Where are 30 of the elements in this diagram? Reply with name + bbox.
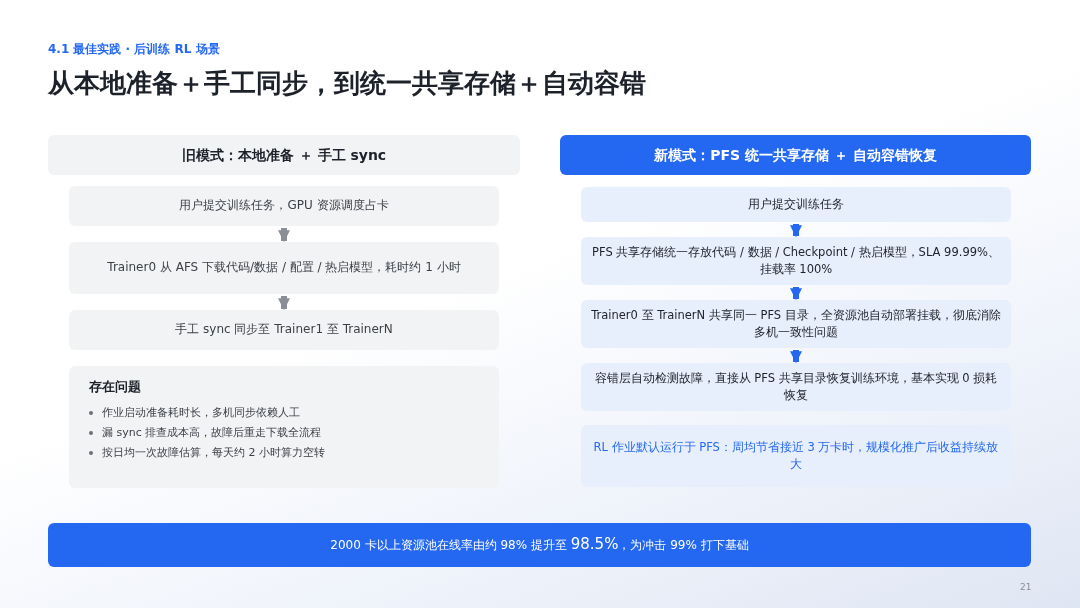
bullet-item: 作业启动准备耗时长，多机同步依赖人工: [102, 404, 300, 421]
step-text: 手工 sync 同步至 Trainer1 至 TrainerN: [174, 321, 394, 339]
slide-title: 从本地准备＋手工同步，到统一共享存储＋自动容错: [48, 67, 646, 100]
header-text: 新模式：PFS 统一共享存储 ＋ 自动容错恢复: [653, 145, 938, 165]
step-text: RL 作业默认运行于 PFS：周均节省接近 3 万卡时，规模化推广后收益持续放大: [592, 439, 1000, 473]
bullet-item: 漏 sync 排查成本高，故障后重走下载全流程: [102, 424, 322, 441]
process-box: [581, 363, 1011, 411]
process-box: [581, 237, 1011, 285]
arrow: [278, 296, 290, 311]
header-text: 旧模式：本地准备 ＋ 手工 sync: [180, 145, 388, 165]
arrow: [790, 287, 802, 301]
problem-panel: [69, 366, 499, 488]
step-text: 容错层自动检测故障，直接从 PFS 共享目录恢复训练环境，基本实现 0 损耗恢复: [593, 370, 999, 404]
bullet-item: 按日均一次故障估算，每天约 2 小时算力空转: [102, 444, 325, 461]
process-box: [581, 300, 1011, 348]
summary-banner: [48, 523, 1031, 567]
process-box: [69, 242, 499, 294]
page-number: 21: [1020, 582, 1032, 592]
step-text: 用户提交训练任务，GPU 资源调度占卡: [178, 197, 390, 215]
step-text: Trainer0 从 AFS 下载代码/数据 / 配置 / 热启模型，耗时约 1 小时: [106, 259, 462, 277]
panel-heading: 存在问题: [89, 378, 141, 396]
step-text: 用户提交训练任务: [747, 196, 845, 213]
section-header: [560, 135, 1031, 175]
arrow: [790, 224, 802, 238]
process-box: [69, 310, 499, 350]
arrow: [278, 228, 290, 243]
section-label: 4.1 最佳实践 · 后训练 RL 场景: [48, 41, 220, 58]
step-text: Trainer0 至 TrainerN 共享同一 PFS 目录，全资源池自动部署挂载，彻底消除多机一致性问题: [590, 307, 1002, 341]
step-text: PFS 共享存储统一存放代码 / 数据 / Checkpoint / 热启模型，SLA 99.99%、挂载率 100%: [591, 244, 1001, 278]
arrow: [790, 350, 802, 364]
